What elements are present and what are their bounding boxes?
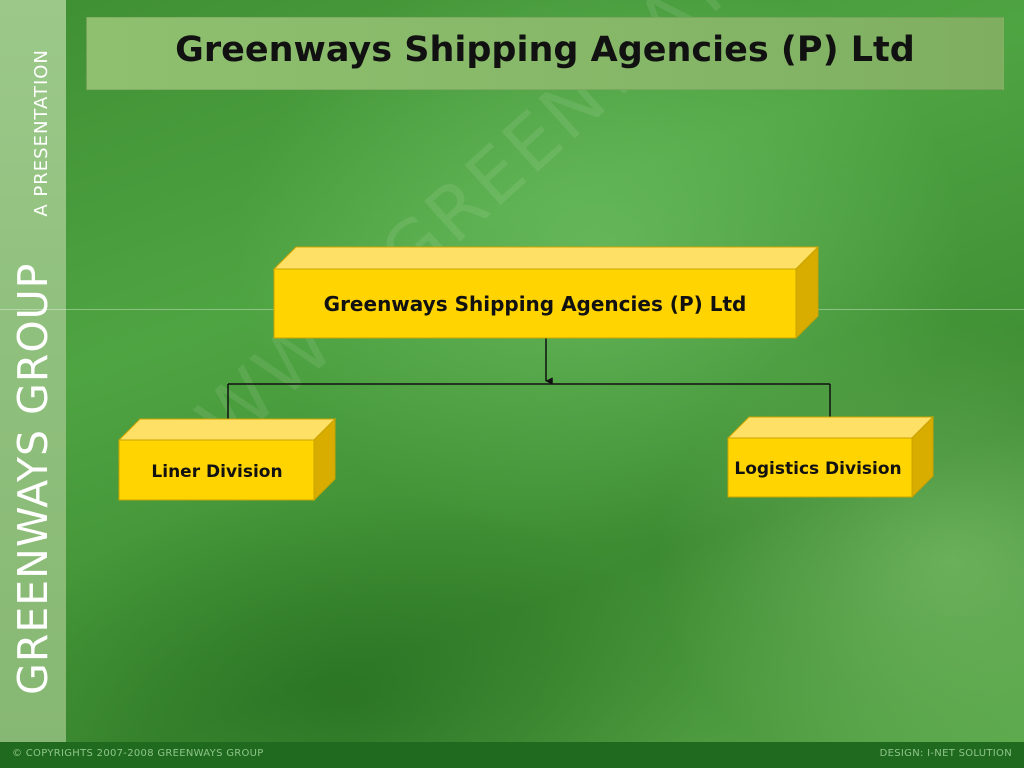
org-box-root: Greenways Shipping Agencies (P) Ltd xyxy=(272,245,820,340)
org-box-logistics-division: Logistics Division xyxy=(726,415,935,499)
org-box-liner-label: Liner Division xyxy=(151,462,282,482)
footer: © COPYRIGHTS 2007-2008 GREENWAYS GROUP D… xyxy=(0,742,1024,768)
page-title: Greenways Shipping Agencies (P) Ltd xyxy=(175,30,915,70)
footer-copyright: © COPYRIGHTS 2007-2008 GREENWAYS GROUP xyxy=(12,748,264,759)
org-box-logistics-top xyxy=(726,416,935,439)
org-box-logistics-face xyxy=(727,437,913,498)
org-box-liner-face xyxy=(118,439,315,501)
org-box-root-face xyxy=(273,268,797,339)
org-box-root-label: Greenways Shipping Agencies (P) Ltd xyxy=(324,292,747,316)
title-bar: Greenways Shipping Agencies (P) Ltd xyxy=(86,17,1004,90)
footer-design-credit: DESIGN: I-NET SOLUTION xyxy=(879,748,1012,759)
org-box-root-top xyxy=(272,246,820,270)
org-box-logistics-label: Logistics Division xyxy=(734,459,901,479)
org-box-liner-top xyxy=(117,418,337,441)
org-box-liner-division: Liner Division xyxy=(117,417,337,502)
side-band xyxy=(0,0,66,742)
